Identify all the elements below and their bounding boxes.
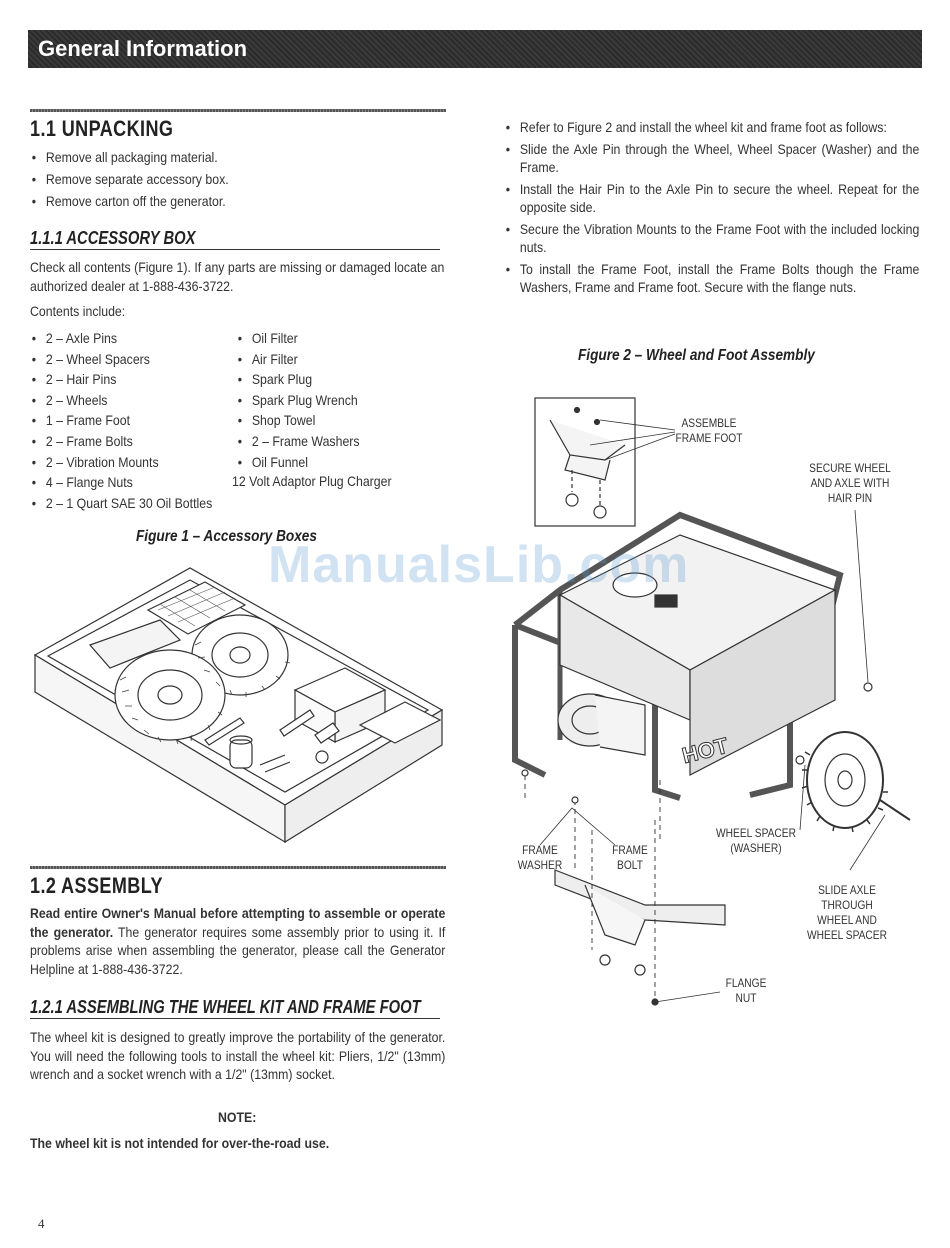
label-assemble-frame-foot: ASSEMBLE FRAME FOOT (675, 416, 743, 445)
list-item: Spark Plug Wrench (236, 390, 438, 411)
list-item: 1 – Frame Foot (30, 410, 241, 431)
list-item: Slide the Axle Pin through the Wheel, Wh… (504, 140, 920, 177)
list-item: Oil Filter (236, 328, 438, 349)
list-item: 2 – Axle Pins (30, 328, 241, 349)
watermark: ManualsLib.com (268, 536, 690, 594)
assembly-warning: Read entire Owner's Manual before attemp… (30, 905, 446, 940)
heading-assembly: 1.2 ASSEMBLY (30, 873, 163, 898)
list-item: 2 – Hair Pins (30, 369, 241, 390)
heading-wheel-kit: 1.2.1 ASSEMBLING THE WHEEL KIT AND FRAME… (30, 997, 440, 1019)
heading-unpacking: 1.1 UNPACKING (30, 116, 174, 141)
list-item: To install the Frame Foot, install the F… (504, 260, 920, 297)
list-item: 4 – Flange Nuts (30, 472, 241, 493)
label-frame-washer: FRAME WASHER (517, 843, 563, 872)
wheel-kit-paragraph: The wheel kit is designed to greatly imp… (30, 1029, 446, 1082)
list-item: Shop Towel (236, 410, 438, 431)
list-item: Secure the Vibration Mounts to the Frame… (504, 220, 920, 257)
figure-2-caption: Figure 2 – Wheel and Foot Assembly (578, 347, 815, 364)
label-secure-wheel: SECURE WHEEL AND AXLE WITH HAIR PIN (809, 461, 891, 505)
label-slide-axle: SLIDE AXLE THROUGH WHEEL AND WHEEL SPACE… (807, 883, 887, 942)
accessory-intro: Check all contents (Figure 1). If any pa… (30, 259, 445, 294)
list-item: Remove all packaging material. (30, 148, 444, 167)
section-banner: General Information (28, 30, 922, 68)
heading-accessory-box: 1.1.1 ACCESSORY BOX (30, 228, 440, 250)
list-item: Remove carton off the generator. (30, 192, 444, 211)
heading-rule (30, 866, 446, 869)
contents-label: Contents include: (30, 303, 126, 319)
list-item: Spark Plug (236, 369, 438, 390)
label-flange-nut: FLANGE NUT (725, 976, 767, 1005)
adaptor-item: 12 Volt Adaptor Plug Charger (232, 473, 392, 489)
wheel-foot-illustration (512, 397, 911, 1006)
list-item: Oil Funnel (236, 452, 438, 473)
list-item: 2 – Vibration Mounts (30, 452, 241, 473)
contents-list-right: Oil Filter Air Filter Spark Plug Spark P… (236, 328, 438, 472)
heading-rule (30, 109, 446, 112)
list-item: 2 – Frame Bolts (30, 431, 241, 452)
label-wheel-spacer: WHEEL SPACER (WASHER) (716, 826, 796, 855)
list-item: Install the Hair Pin to the Axle Pin to … (504, 180, 920, 217)
figure-1-caption: Figure 1 – Accessory Boxes (136, 528, 317, 545)
note-text: The wheel kit is not intended for over-t… (30, 1135, 330, 1151)
unpacking-list: Remove all packaging material. Remove se… (30, 148, 444, 211)
list-item: Remove separate accessory box. (30, 170, 444, 189)
page-number: 4 (38, 1216, 45, 1231)
assembly-body: The generator requires some assembly pri… (30, 923, 446, 977)
list-item: Refer to Figure 2 and install the wheel … (504, 118, 919, 137)
accessory-box-illustration (33, 567, 444, 844)
list-item: 2 – 1 Quart SAE 30 Oil Bottles (30, 493, 241, 514)
list-item: Air Filter (236, 349, 438, 370)
list-item: 2 – Wheels (30, 390, 241, 411)
note-label: NOTE: (218, 1109, 257, 1125)
list-item: 2 – Frame Washers (236, 431, 438, 452)
label-frame-bolt: FRAME BOLT (612, 843, 648, 872)
assembly-paragraph: Read entire Owner's Manual before attemp… (30, 904, 445, 978)
assembly-steps-list: Refer to Figure 2 and install the wheel … (504, 118, 920, 297)
list-item: 2 – Wheel Spacers (30, 349, 241, 370)
contents-list-left: 2 – Axle Pins 2 – Wheel Spacers 2 – Hair… (30, 328, 241, 513)
